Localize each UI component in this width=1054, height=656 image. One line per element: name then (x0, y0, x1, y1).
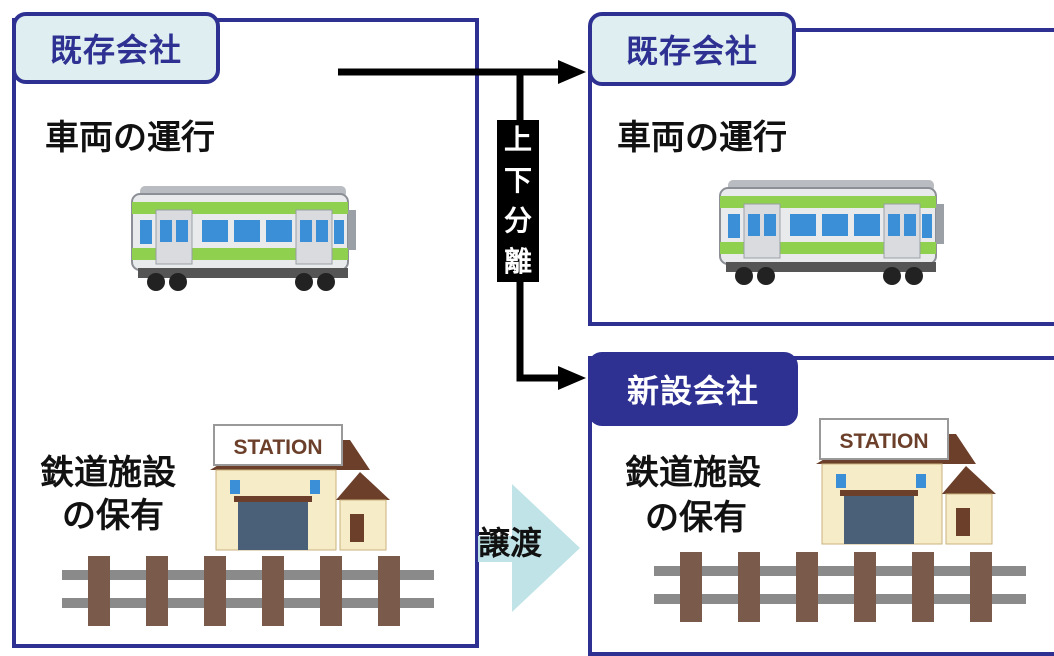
separation-char-2: 下 (503, 163, 532, 197)
transfer-arrow (478, 484, 580, 612)
separation-char-3: 分 (503, 204, 532, 238)
train-illustration-right (719, 180, 944, 285)
left-operation-label: 車両の運行 (45, 118, 215, 158)
station-sign-right: STATION (839, 430, 928, 453)
right-facility-label-line1: 鉄道施設 (625, 453, 761, 493)
right-top-panel-tag: 既存会社 (588, 12, 796, 86)
right-facility-label-line2: の保有 (645, 498, 747, 538)
rail-track-left (62, 556, 434, 626)
left-facility-label-line1: 鉄道施設 (40, 453, 176, 493)
right-bottom-panel-tag: 新設会社 (588, 352, 798, 426)
transfer-label: 譲渡 (478, 524, 543, 562)
right-operation-label: 車両の運行 (617, 118, 787, 158)
train-illustration-left (131, 186, 356, 291)
left-panel-tag: 既存会社 (12, 12, 220, 84)
station-sign-left: STATION (233, 436, 322, 459)
station-illustration-right: STATION (816, 418, 996, 545)
separation-char-4: 離 (503, 244, 532, 278)
station-illustration-left: STATION (210, 424, 390, 551)
rail-track-right (654, 552, 1026, 622)
separation-char-1: 上 (503, 123, 532, 157)
left-facility-label-line2: の保有 (62, 496, 164, 536)
vertical-separation-label: 上 下 分 離 (497, 120, 539, 282)
